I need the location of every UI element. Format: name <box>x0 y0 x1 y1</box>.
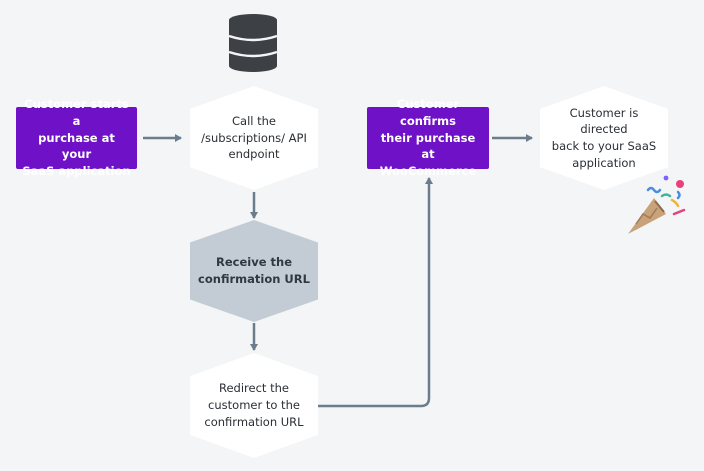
redirect-node-line-3: confirmation URL <box>204 414 304 429</box>
confirm-node-line-2: their purchase at <box>380 130 476 162</box>
confirm-node-line-3: WooCommerce <box>379 164 477 179</box>
call-api-node-line-1: Call the <box>232 113 276 128</box>
party-popper-icon <box>628 175 686 234</box>
redirect-node-line-2: customer to the <box>208 398 300 413</box>
redirect-node: Redirect the customer to the confirmatio… <box>190 353 318 458</box>
database-icon <box>228 14 278 72</box>
start-node-line-1: Customer starts a <box>24 97 129 128</box>
redirect-node-line-1: Redirect the <box>219 381 289 396</box>
call-api-node: Call the /subscriptions/ API endpoint <box>190 86 318 190</box>
start-node-line-3: SaaS application <box>22 164 131 179</box>
directed-back-node-line-2: back to your SaaS <box>551 139 657 153</box>
receive-url-node-line-2: confirmation URL <box>198 272 310 286</box>
confirm-node-line-1: Customer confirms <box>396 97 460 128</box>
confirm-node: Customer confirms their purchase at WooC… <box>367 97 489 178</box>
directed-back-node-line-1: Customer is directed <box>569 105 639 137</box>
arrow-redirect-to-confirm <box>318 177 433 408</box>
start-node-line-2: purchase at your <box>38 130 115 162</box>
directed-back-node: Customer is directed back to your SaaS a… <box>540 86 668 190</box>
directed-back-node-line-3: application <box>572 155 636 170</box>
call-api-node-line-3: endpoint <box>228 147 280 162</box>
start-node: Customer starts a purchase at your SaaS … <box>16 97 137 178</box>
receive-url-node: Receive the confirmation URL <box>190 220 318 322</box>
call-api-node-line-2: /subscriptions/ API <box>201 130 307 145</box>
receive-url-node-line-1: Receive the <box>216 255 292 270</box>
